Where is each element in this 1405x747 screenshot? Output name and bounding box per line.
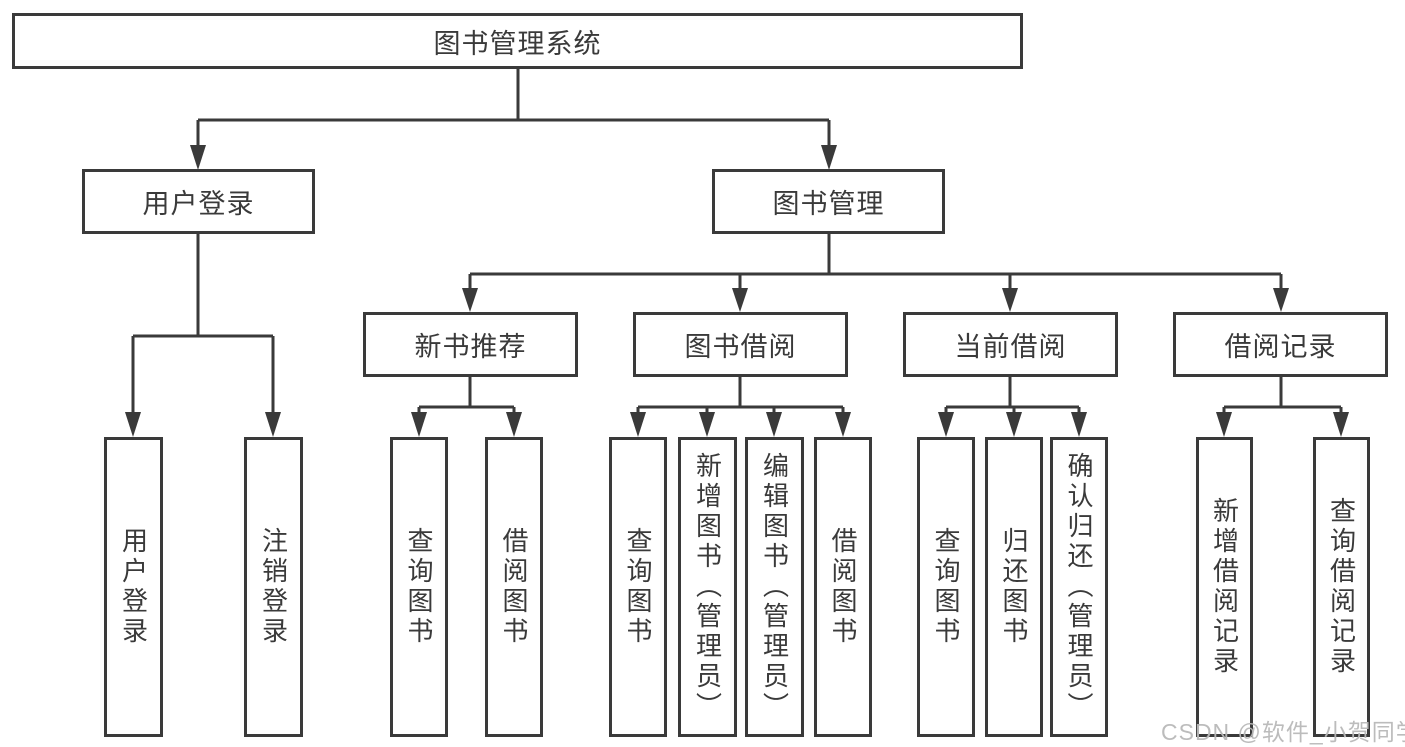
leaf-label: 借阅图书 (499, 527, 529, 647)
connector-root-to-level2 (190, 69, 837, 170)
leaf-user-login-label: 用户登录 (118, 527, 149, 647)
node-current-borrow-label: 当前借阅 (954, 332, 1067, 362)
csdn-watermark: CSDN @软件_小贺同学 (1161, 719, 1405, 745)
leaf-current-confirm-return: 确认归还（管理员） (1050, 437, 1108, 737)
leaf-label: 新增借阅记录 (1209, 497, 1240, 677)
node-current-borrow: 当前借阅 (903, 312, 1118, 377)
node-borrow-records-label: 借阅记录 (1224, 332, 1337, 362)
leaf-borrow-borrow: 借阅图书 (814, 437, 872, 737)
leaf-borrow-add: 新增图书（管理员） (678, 437, 737, 737)
connector-current-borrow-children (938, 377, 1087, 437)
connector-borrow-records-children (1216, 377, 1349, 437)
connector-mgmt-to-level3 (462, 234, 1289, 312)
leaf-label: 查询图书 (623, 527, 653, 647)
leaf-records-add: 新增借阅记录 (1196, 437, 1253, 737)
node-book-management: 图书管理 (712, 169, 945, 234)
node-user-login-label: 用户登录 (142, 189, 255, 219)
node-book-borrow: 图书借阅 (633, 312, 848, 377)
node-root-label: 图书管理系统 (433, 28, 602, 59)
leaf-user-login: 用户登录 (104, 437, 163, 737)
node-book-management-label: 图书管理 (772, 189, 885, 219)
leaf-label: 查询图书 (404, 527, 434, 647)
leaf-new-books-query: 查询图书 (390, 437, 448, 737)
leaf-new-books-borrow: 借阅图书 (485, 437, 543, 737)
leaf-label: 归还图书 (999, 527, 1029, 647)
node-book-borrow-label: 图书借阅 (684, 332, 797, 362)
leaf-logout-label: 注销登录 (258, 527, 289, 647)
leaf-current-return: 归还图书 (985, 437, 1043, 737)
node-new-books-label: 新书推荐 (414, 332, 527, 362)
node-root: 图书管理系统 (12, 13, 1023, 69)
connector-user-login-children (125, 234, 281, 437)
leaf-current-query: 查询图书 (917, 437, 975, 737)
node-new-books: 新书推荐 (363, 312, 578, 377)
leaf-label: 查询图书 (931, 527, 961, 647)
node-user-login: 用户登录 (82, 169, 315, 234)
leaf-borrow-edit: 编辑图书（管理员） (745, 437, 804, 737)
leaf-label: 查询借阅记录 (1326, 497, 1357, 677)
leaf-logout: 注销登录 (244, 437, 303, 737)
connector-new-books-children (411, 377, 522, 437)
leaf-label: 确认归还（管理员） (1064, 452, 1094, 722)
leaf-label: 编辑图书（管理员） (759, 452, 790, 722)
node-borrow-records: 借阅记录 (1173, 312, 1388, 377)
leaf-records-query: 查询借阅记录 (1313, 437, 1370, 737)
leaf-borrow-query: 查询图书 (609, 437, 667, 737)
leaf-label: 新增图书（管理员） (692, 452, 723, 722)
connector-book-borrow-children (630, 377, 851, 437)
leaf-label: 借阅图书 (828, 527, 858, 647)
